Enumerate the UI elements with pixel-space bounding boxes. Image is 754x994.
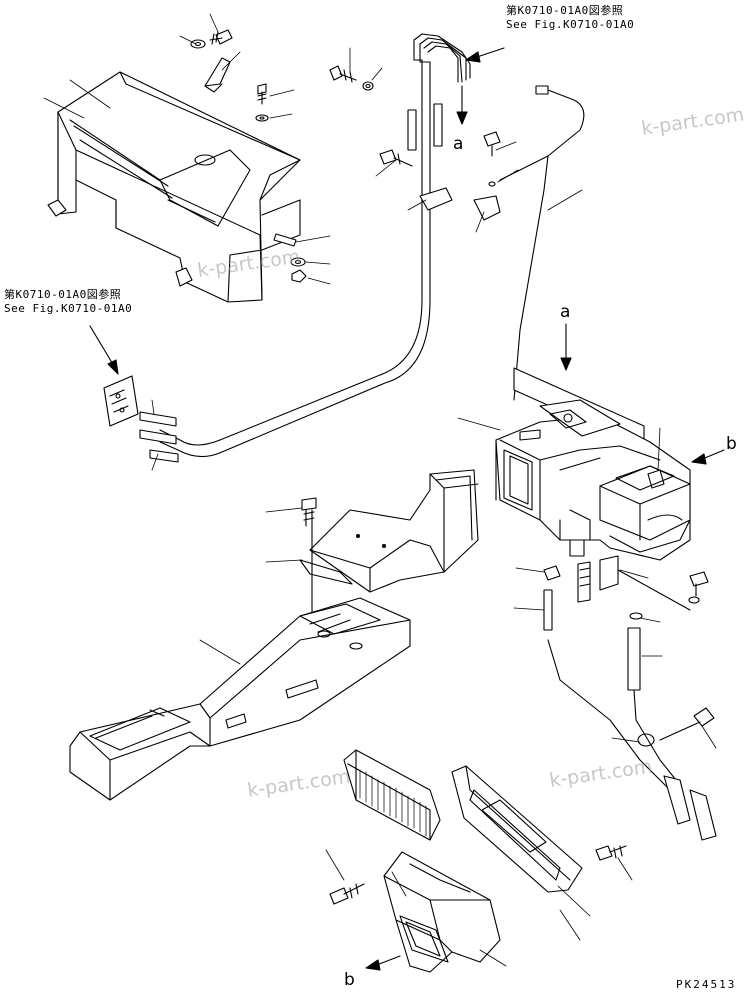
arrow-b-right	[692, 450, 724, 464]
ref-note-left-line2: See Fig.K0710-01A0	[4, 302, 133, 315]
bolt-mid	[330, 66, 373, 90]
arrow-b-bottom	[366, 956, 400, 970]
connector-plate	[104, 376, 138, 426]
hardware-under-unit	[544, 562, 708, 690]
outlet-bolt	[330, 884, 364, 904]
heater-unit	[496, 368, 690, 610]
bolt-top	[191, 30, 232, 48]
arrow-to-ref-top	[466, 48, 504, 62]
air-duct	[300, 470, 478, 592]
wire-harness	[484, 86, 584, 400]
page-code: PK24513	[676, 978, 737, 991]
ref-note-left-line1: 第K0710-01A0図参照	[4, 288, 122, 301]
ref-note-top-line1: 第K0710-01A0図参照	[506, 4, 624, 17]
drain-tube	[548, 640, 716, 840]
duct-bolt	[302, 498, 316, 620]
tube-assembly	[140, 34, 500, 462]
outlet-duct	[384, 852, 500, 972]
marker-a-top: a	[453, 134, 464, 154]
arrow-to-ref-left	[90, 326, 118, 374]
filter-cover	[452, 766, 582, 892]
cover-panel	[48, 58, 300, 302]
marker-b-bottom: b	[344, 970, 355, 990]
air-filter	[344, 750, 440, 840]
floor-duct	[70, 598, 410, 800]
clip-set	[274, 234, 306, 282]
marker-a-mid: a	[560, 302, 571, 322]
bolt-small	[256, 84, 268, 121]
ref-note-top-line2: See Fig.K0710-01A0	[506, 18, 635, 31]
cover-bolt	[596, 846, 626, 860]
marker-b-right: b	[726, 434, 737, 454]
leader-lines	[44, 14, 716, 966]
arrow-a-mid	[561, 324, 571, 370]
arrow-a-top	[457, 86, 467, 124]
